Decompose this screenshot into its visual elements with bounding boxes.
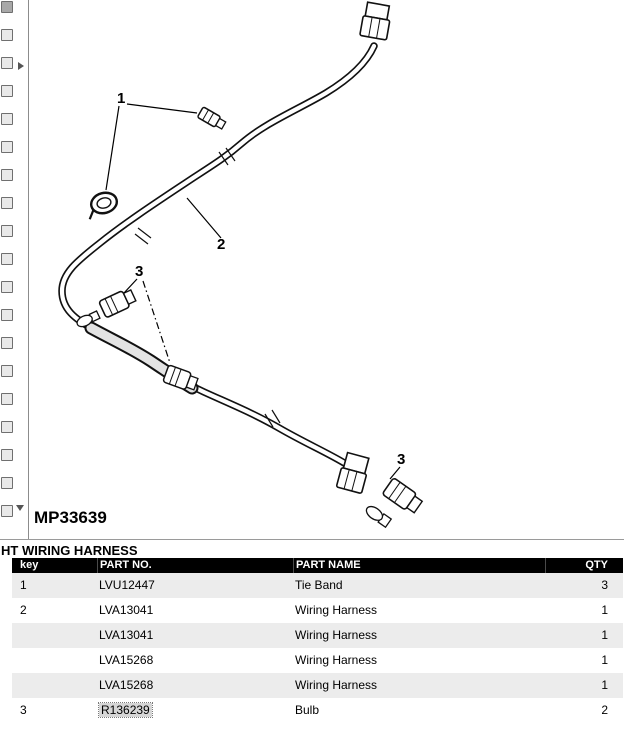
page-thumbnail[interactable] <box>1 449 13 461</box>
row-key <box>12 623 97 648</box>
row-part-no: LVA13041 <box>99 628 154 642</box>
row-part-name: Wiring Harness <box>295 678 378 692</box>
parts-section: HT WIRING HARNESS key PART NO. PART NAME… <box>0 540 624 723</box>
row-key: 1 <box>20 578 27 592</box>
row-part-no: LVA15268 <box>99 653 154 667</box>
page-thumbnail[interactable] <box>1 281 13 293</box>
row-part-no: R136239 <box>97 698 293 723</box>
row-part-name: Tie Band <box>295 578 343 592</box>
page-thumbnail[interactable] <box>1 197 13 209</box>
top-connector-icon <box>359 1 391 41</box>
table-row[interactable]: LVA13041 Wiring Harness 1 <box>12 623 623 648</box>
bottom-connector-icon <box>335 451 370 494</box>
page-thumbnail[interactable] <box>1 57 13 69</box>
scroll-down-icon[interactable] <box>16 505 24 511</box>
col-header-key: key <box>20 559 39 571</box>
harness-tube <box>58 42 378 468</box>
row-part-no: LVA15268 <box>99 678 154 692</box>
page-thumbnail[interactable] <box>1 365 13 377</box>
row-key <box>12 673 97 698</box>
page-thumbnail[interactable] <box>1 141 13 153</box>
table-row[interactable]: LVA15268 Wiring Harness 1 <box>12 648 623 673</box>
row-qty: 1 <box>601 603 608 617</box>
row-part-no: LVA13041 <box>99 603 154 617</box>
wiring-harness-diagram: 1 2 3 3 MP33639 <box>34 1 424 529</box>
page-thumbnail[interactable] <box>1 505 13 517</box>
expand-arrow-icon[interactable] <box>18 62 24 70</box>
parts-table: key PART NO. PART NAME QTY 1 LVU12447 Tie … <box>12 558 623 723</box>
row-qty: 1 <box>601 628 608 642</box>
image-label: MP33639 <box>34 508 107 527</box>
page-thumbnail[interactable] <box>1 113 13 125</box>
row-part-name: Wiring Harness <box>295 628 378 642</box>
callout-3-left: 3 <box>135 263 143 280</box>
callout-leader-lines <box>105 103 401 480</box>
table-row[interactable]: 1 LVU12447 Tie Band 3 <box>12 573 623 598</box>
page-thumbnail[interactable] <box>1 477 13 489</box>
diagram-panel: 1 2 3 3 MP33639 <box>29 0 624 539</box>
row-key: 3 <box>20 703 27 717</box>
thumbnail-strip <box>1 1 15 533</box>
page-thumbnail[interactable] <box>1 253 13 265</box>
table-row[interactable]: LVA15268 Wiring Harness 1 <box>12 673 623 698</box>
table-row[interactable]: 2 LVA13041 Wiring Harness 1 <box>12 598 623 623</box>
ring-clamp-icon <box>88 191 119 220</box>
page-thumbnail[interactable] <box>1 393 13 405</box>
page-thumbnail[interactable] <box>1 309 13 321</box>
row-qty: 1 <box>601 678 608 692</box>
page-thumbnail[interactable] <box>1 85 13 97</box>
page-thumbnail[interactable] <box>1 169 13 181</box>
row-part-name: Bulb <box>295 703 320 717</box>
parts-list-title: HT WIRING HARNESS <box>1 543 138 558</box>
highlighted-part-no[interactable]: R136239 <box>98 702 153 718</box>
page-thumbnail[interactable] <box>1 29 13 41</box>
row-key <box>12 648 97 673</box>
col-header-qty: QTY <box>545 558 611 573</box>
callout-3-right: 3 <box>397 451 405 468</box>
left-rail <box>0 0 29 539</box>
page-thumbnail[interactable] <box>1 337 13 349</box>
row-part-no: LVU12447 <box>99 578 155 592</box>
page-thumbnail[interactable] <box>1 1 13 13</box>
tie-band-icon <box>197 106 227 130</box>
col-header-part-no: PART NO. <box>97 558 293 573</box>
callout-2: 2 <box>217 236 225 253</box>
row-qty: 3 <box>601 578 608 592</box>
row-part-name: Wiring Harness <box>295 603 378 617</box>
row-qty: 1 <box>601 653 608 667</box>
top-section: 1 2 3 3 MP33639 <box>0 0 624 540</box>
bulb-connector-right-icon <box>365 478 424 529</box>
table-row[interactable]: 3 R136239 Bulb 2 <box>12 698 623 723</box>
row-key: 2 <box>20 603 27 617</box>
row-qty: 2 <box>601 703 608 717</box>
callout-1: 1 <box>117 90 125 107</box>
mid-connector-icon <box>162 364 199 391</box>
row-part-name: Wiring Harness <box>295 653 378 667</box>
page-thumbnail[interactable] <box>1 225 13 237</box>
bulb-connector-left-icon <box>76 289 137 328</box>
col-header-part-name: PART NAME <box>293 558 545 573</box>
page-thumbnail[interactable] <box>1 421 13 433</box>
parts-table-header: key PART NO. PART NAME QTY <box>12 558 623 573</box>
